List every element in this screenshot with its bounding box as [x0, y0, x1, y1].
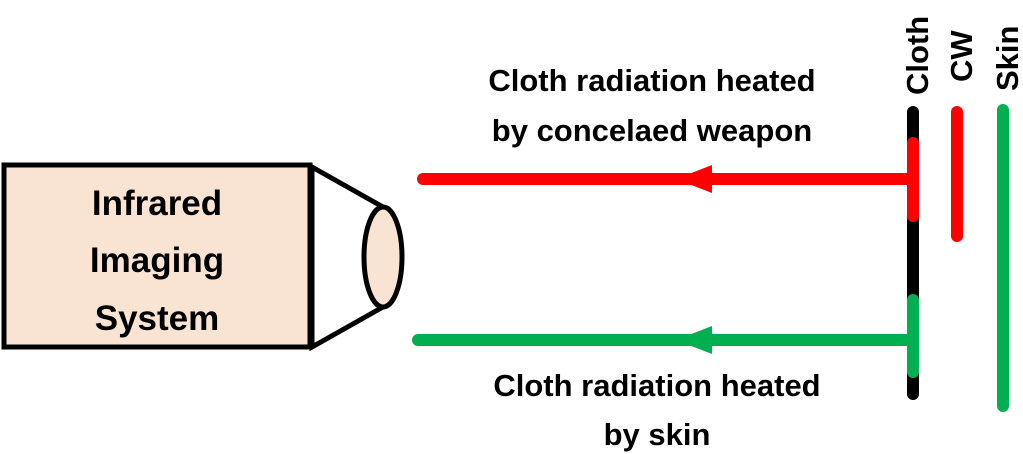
- infrared-imaging-system: Infrared Imaging System: [1, 162, 405, 352]
- weapon-ray-arrowhead: [676, 165, 712, 193]
- camera-label-line-1: Infrared: [92, 184, 222, 223]
- weapon-ray-label-line-1: Cloth radiation heated: [488, 63, 815, 98]
- camera-label-line-3: System: [95, 299, 220, 338]
- skin-ray-label-line-2: by skin: [604, 417, 711, 452]
- weapon-ray-label-line-2: by concelaed weapon: [492, 113, 812, 148]
- camera-label-line-2: Imaging: [90, 241, 224, 280]
- skin-ray-arrowhead: [676, 326, 712, 354]
- cloth-label: Cloth: [900, 16, 935, 95]
- cw-label: CW: [944, 30, 979, 82]
- camera-body: [1, 162, 313, 350]
- weapon-radiation-ray: [417, 165, 919, 193]
- skin-label: Skin: [990, 26, 1023, 91]
- camera-lens: [361, 204, 405, 310]
- skin-ray-label-line-1: Cloth radiation heated: [493, 368, 820, 403]
- skin-radiation-ray: [412, 326, 919, 354]
